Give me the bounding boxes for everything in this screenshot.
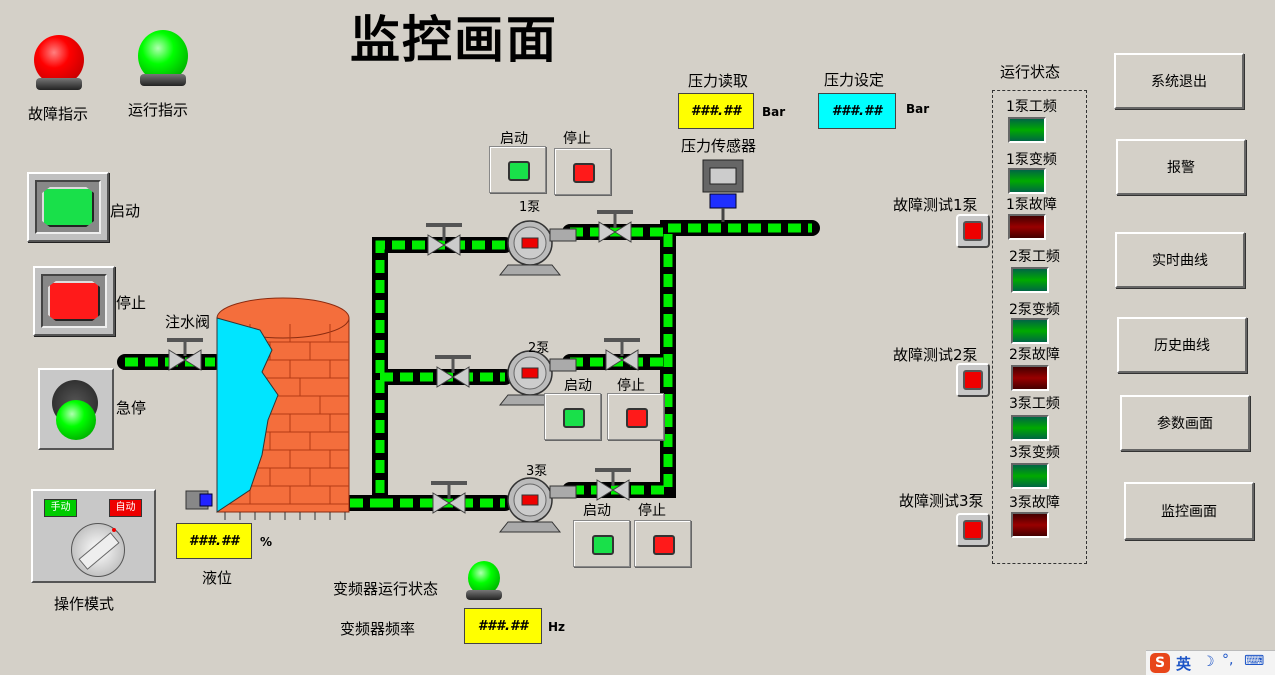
vfd-lamp-base — [466, 590, 502, 600]
pressure-set-input[interactable]: ###.## — [818, 93, 896, 129]
pressure-set-label: 压力设定 — [824, 71, 885, 89]
moon-icon: ☽ — [1202, 654, 1215, 670]
manual-tag: 手动 — [44, 499, 77, 517]
pump2-label: 2泵 — [528, 341, 550, 356]
mode-selector[interactable]: 手动 自动 — [31, 489, 156, 583]
pump1-start-button[interactable] — [489, 146, 546, 193]
pump2-start-button[interactable] — [544, 393, 601, 440]
vfd-freq-unit: Hz — [548, 620, 566, 634]
fault-indicator-label: 故障指示 — [28, 105, 89, 123]
page-title: 监控画面 — [350, 10, 558, 69]
pressure-sensor-label: 压力传感器 — [681, 137, 757, 155]
punctuation-icon: °, — [1222, 652, 1234, 668]
fault-test3-label: 故障测试3泵 — [899, 492, 984, 510]
vfd-status-label: 变频器运行状态 — [333, 580, 439, 598]
run-indicator-label: 运行指示 — [128, 101, 189, 119]
level-unit: % — [260, 535, 273, 549]
run-lamp — [138, 30, 188, 82]
pump3-stop-label: 停止 — [638, 503, 666, 519]
stop-button-face — [48, 281, 100, 321]
vfd-freq-label: 变频器频率 — [340, 620, 416, 638]
status-label-1: 1泵工频 — [1006, 99, 1057, 115]
fault-test2-button[interactable] — [956, 363, 990, 397]
pump3-stop-button[interactable] — [634, 520, 691, 567]
vfd-freq-display: ###.## — [464, 608, 542, 644]
pump1-label: 1泵 — [519, 200, 541, 215]
estop-cap — [56, 400, 96, 440]
status-label-3: 1泵故障 — [1006, 197, 1057, 213]
run-status-panel — [992, 90, 1087, 564]
level-label: 液位 — [202, 569, 233, 587]
mode-knob — [71, 523, 125, 577]
status-label-2: 1泵变频 — [1006, 152, 1057, 168]
pressure-read-label: 压力读取 — [688, 72, 749, 90]
run-lamp-base — [140, 74, 186, 86]
sogou-logo-icon: S — [1150, 653, 1170, 673]
status-indicator-6 — [1011, 365, 1049, 391]
pump3-start-label: 启动 — [583, 503, 611, 519]
fault-lamp-base — [36, 78, 82, 90]
auto-tag: 自动 — [109, 499, 142, 517]
run-status-title: 运行状态 — [1000, 63, 1061, 81]
status-label-8: 3泵变频 — [1009, 445, 1060, 461]
status-indicator-2 — [1008, 168, 1046, 194]
pump1-start-label: 启动 — [500, 131, 528, 147]
status-label-9: 3泵故障 — [1009, 495, 1060, 511]
estop-label: 急停 — [116, 399, 147, 417]
knob-dot — [112, 528, 116, 532]
nav-monitor-button[interactable]: 监控画面 — [1124, 482, 1254, 540]
status-label-4: 2泵工频 — [1009, 249, 1060, 265]
level-display: ###.## — [176, 523, 252, 559]
pump2-start-label: 启动 — [564, 378, 592, 394]
fault-lamp — [34, 35, 84, 85]
nav-realtime-curve-button[interactable]: 实时曲线 — [1115, 232, 1245, 288]
pump3-label: 3泵 — [526, 464, 548, 479]
inlet-valve-label: 注水阀 — [165, 313, 211, 331]
fault-test2-label: 故障测试2泵 — [893, 346, 978, 364]
pump2-stop-button[interactable] — [607, 393, 664, 440]
status-indicator-1 — [1008, 117, 1046, 143]
pressure-set-unit: Bar — [906, 102, 930, 116]
pump1-stop-button[interactable] — [554, 148, 611, 195]
fault-test1-label: 故障测试1泵 — [893, 196, 978, 214]
nav-exit-button[interactable]: 系统退出 — [1114, 53, 1244, 109]
vfd-status-lamp — [468, 561, 500, 595]
ime-toolbar[interactable]: S 英 ☽ °, ⌨ — [1146, 650, 1275, 675]
stop-label: 停止 — [116, 294, 147, 312]
status-indicator-5 — [1011, 318, 1049, 344]
fault-test3-button[interactable] — [956, 513, 990, 547]
nav-parameter-button[interactable]: 参数画面 — [1120, 395, 1250, 451]
start-label: 启动 — [110, 202, 141, 220]
ime-language: 英 — [1176, 655, 1192, 673]
mode-label: 操作模式 — [54, 595, 115, 613]
status-indicator-8 — [1011, 463, 1049, 489]
pump2-stop-label: 停止 — [617, 378, 645, 394]
pressure-read-display: ###.## — [678, 93, 754, 129]
stop-button[interactable] — [33, 266, 115, 336]
status-indicator-7 — [1011, 415, 1049, 441]
fault-test1-button[interactable] — [956, 214, 990, 248]
emergency-stop-button[interactable] — [38, 368, 114, 450]
status-label-7: 3泵工频 — [1009, 396, 1060, 412]
status-indicator-9 — [1011, 512, 1049, 538]
keyboard-icon: ⌨ — [1244, 653, 1265, 669]
pressure-read-unit: Bar — [762, 105, 786, 119]
pump3-start-button[interactable] — [573, 520, 630, 567]
status-label-6: 2泵故障 — [1009, 347, 1060, 363]
nav-alarm-button[interactable]: 报警 — [1116, 139, 1246, 195]
start-button-face — [42, 187, 94, 227]
pump1-stop-label: 停止 — [563, 131, 591, 147]
nav-history-curve-button[interactable]: 历史曲线 — [1117, 317, 1247, 373]
start-button[interactable] — [27, 172, 109, 242]
status-label-5: 2泵变频 — [1009, 302, 1060, 318]
status-indicator-4 — [1011, 267, 1049, 293]
status-indicator-3 — [1008, 214, 1046, 240]
